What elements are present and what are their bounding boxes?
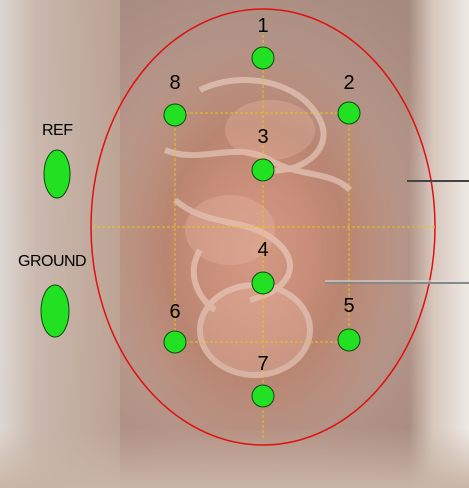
electrode-label-6: 6	[160, 302, 190, 322]
electrode-label-1: 1	[248, 16, 278, 36]
electrode-3	[252, 159, 274, 181]
pointer-lines	[325, 181, 469, 283]
ref-label: REF	[42, 122, 73, 140]
electrode-label-4: 4	[248, 240, 278, 260]
electrode-5	[338, 329, 360, 351]
electrode-8	[164, 104, 186, 126]
electrode-4	[252, 272, 274, 294]
electrode-label-5: 5	[334, 296, 364, 316]
electrode-7	[252, 385, 274, 407]
electrode-label-3: 3	[248, 127, 278, 147]
electrode-6	[164, 331, 186, 353]
electrode-label-7: 7	[248, 354, 278, 374]
ground-electrode	[41, 285, 69, 337]
electrode-1	[252, 47, 274, 69]
electrode-label-2: 2	[334, 73, 364, 93]
reference-electrode	[44, 150, 70, 198]
electrode-2	[338, 102, 360, 124]
electrode-label-8: 8	[160, 73, 190, 93]
ground-label: GROUND	[18, 253, 86, 271]
